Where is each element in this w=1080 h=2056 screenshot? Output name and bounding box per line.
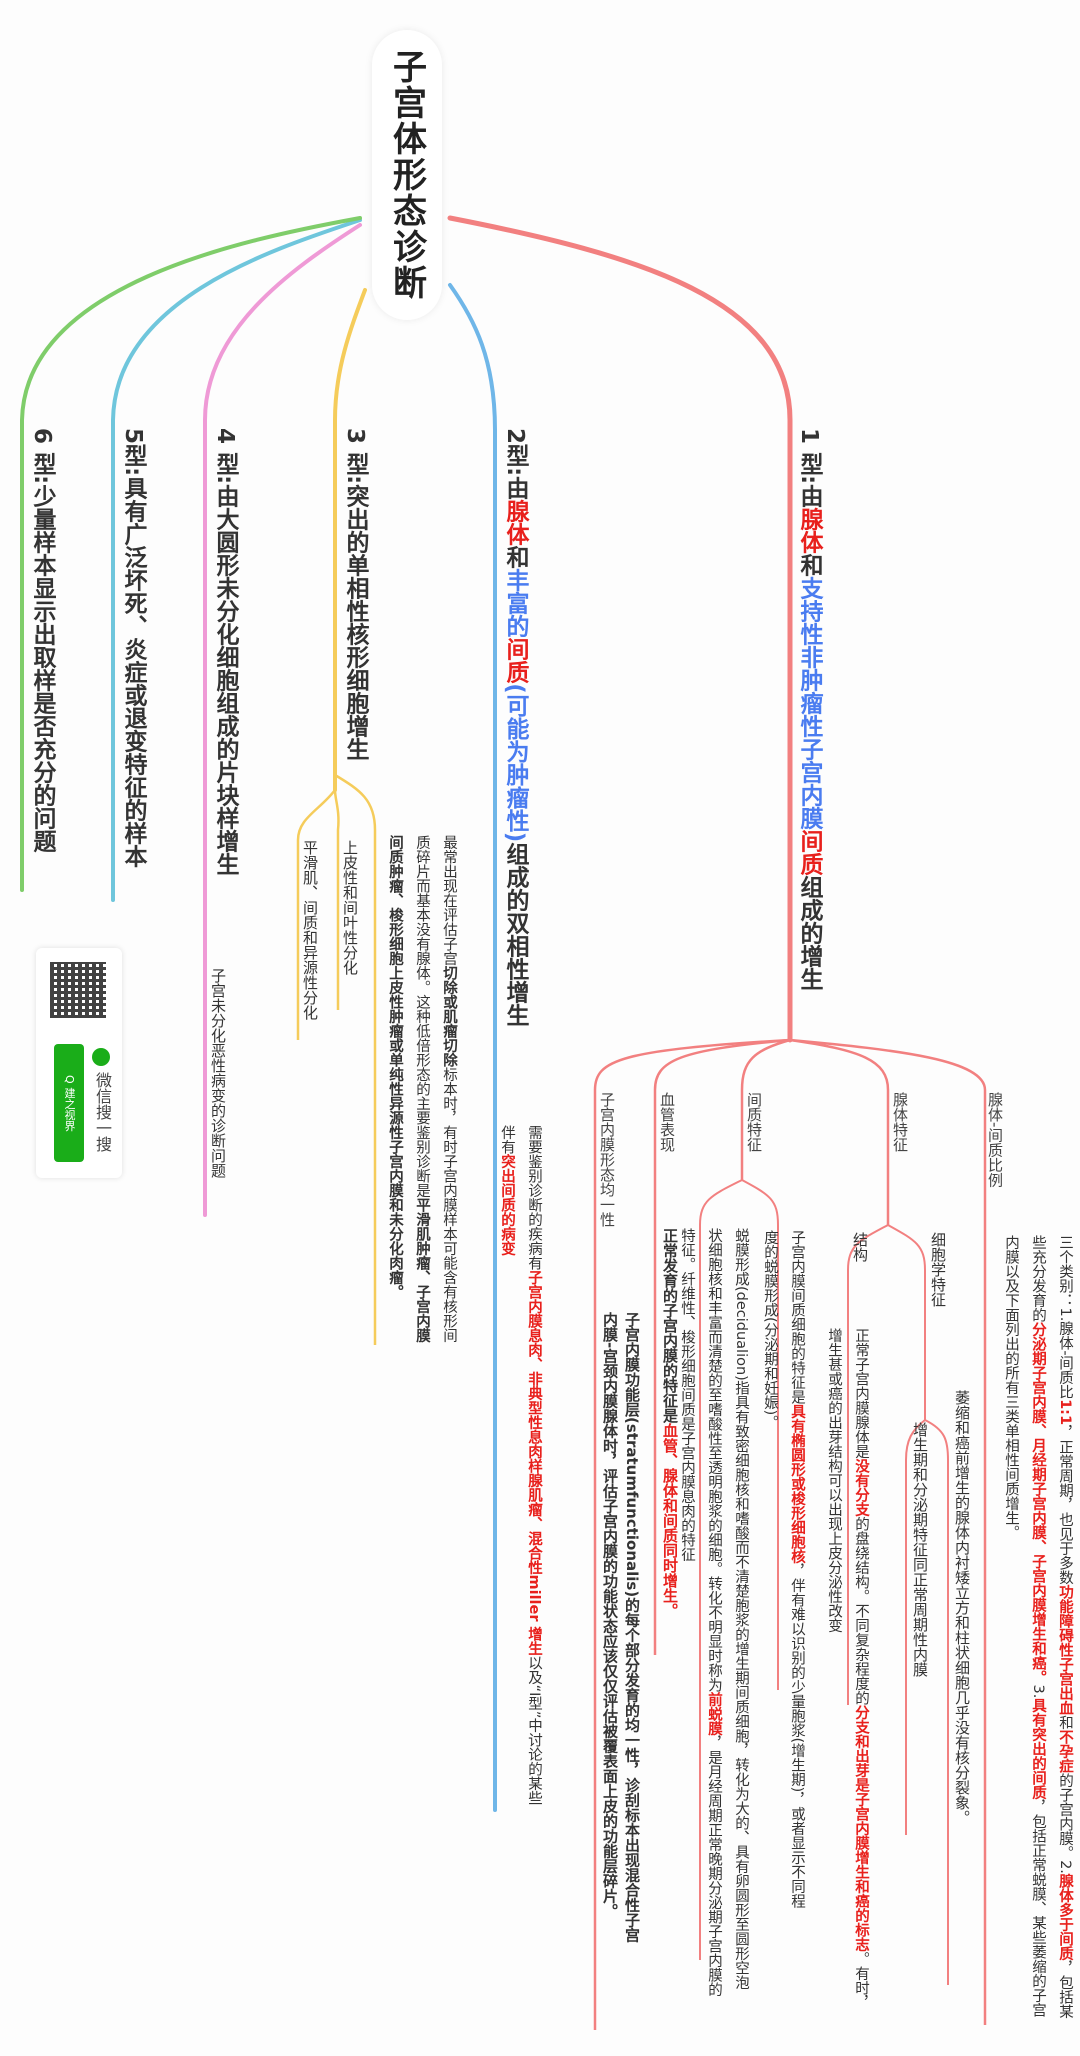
t1-uniform-text-b: 内膜-宫颈内膜腺体时，评估子宫内膜的功能状态应该仅仅评估被覆表面上皮的功能层碎片… (601, 1312, 619, 1919)
type6-heading[interactable]: 6 型:少量样本显示出取样是否充分的问题 (29, 428, 55, 853)
t1-stroma-label[interactable]: 间质特征 (745, 1092, 763, 1152)
type5-heading[interactable]: 5型:具有广泛坏死、炎症或退变特征的样本 (120, 428, 146, 868)
t1-gland-struct-label[interactable]: 结构 (851, 1232, 869, 1262)
type3-item-1: 上皮性和间叶性分化 (341, 840, 359, 975)
connector-t1-gland (789, 1038, 890, 1225)
t1-gland-cyto-item-1: 萎缩和癌前增生的腺体内衬矮立方和柱状细胞几乎没有核分裂象。 (953, 1390, 971, 1825)
connector-type4 (203, 223, 362, 1217)
connector-t1-stroma (740, 1038, 791, 1180)
connector-type3-desc (334, 773, 377, 1345)
type2-desc: 需要鉴别诊断的疾病有子宫内膜息肉、非典型性息肉样腺肌瘤、混合性miller 增生… (499, 1125, 542, 1806)
type1-heading[interactable]: 1 型:由腺体和支持性非肿瘤性子宫内膜间质组成的增生 (796, 428, 822, 991)
t1-gland-label[interactable]: 腺体特征 (891, 1092, 909, 1152)
type2-heading[interactable]: 2型:由腺体和丰富的间质(可能为肿瘤性)组成的双相性增生 (502, 428, 528, 1027)
connector-t1-vessel (653, 1038, 791, 1655)
type4-child: 子宫未分化恶性病变的诊断问题 (209, 968, 227, 1178)
connector-t1-gland-cyto (887, 1224, 926, 1420)
connector-t1-stroma-d (699, 1179, 743, 1960)
connector-type5 (111, 218, 362, 902)
root-node[interactable]: 子宫体形态诊断 (372, 30, 442, 320)
type3-item-2: 平滑肌、间质和异源性分化 (301, 840, 319, 1020)
connector-t1-stroma-a (741, 1179, 779, 1690)
wechat-title: 微信搜一搜 (93, 1072, 112, 1152)
qr-code (50, 962, 106, 1018)
t1-ratio-text: 三个类别：1.腺体-间质比1:1，正常周期，也见于多数功能障碍性子宫出血和不孕症… (1003, 1235, 1073, 2019)
wechat-search-button-label: Q 建之视界 (63, 1074, 76, 1132)
t1-gland-struct-text: 正常子宫内膜腺体是没有分支的盘绕结构。不同复杂程度的分支和出芽是子宫内膜增生和癌… (826, 1328, 869, 2010)
t1-gland-cyto-item-2: 增生期和分泌期特征同正常周期性内膜 (911, 1422, 929, 1677)
connector-type6 (20, 216, 362, 892)
t1-gland-cyto-label[interactable]: 细胞学特征 (929, 1232, 947, 1307)
t1-vessel-text: 正常发育的子宫内膜的特征是血管、腺体和间质同时增生。 (661, 1228, 679, 1618)
wechat-card[interactable]: Q 建之视界 微信搜一搜 (36, 948, 122, 1178)
t1-uniform-label[interactable]: 子宫内膜形态均一性 (598, 1092, 616, 1227)
connector-t1-gland-struct (847, 1224, 889, 1705)
connector-t1-gland-cyto-1 (924, 1419, 949, 1985)
wechat-logo-icon (92, 1048, 110, 1066)
connector-type1 (447, 215, 793, 1043)
root-title: 子宫体形态诊断 (386, 49, 427, 301)
t1-uniform-text-a: 子宫内膜功能层(stratumfunctionalis)的每个部分发育的均一性，… (623, 1312, 641, 1943)
wechat-search-button[interactable]: Q 建之视界 (54, 1044, 84, 1162)
connector-type3 (333, 288, 367, 792)
type3-heading[interactable]: 3 型:突出的单相性核形细胞增生 (342, 428, 368, 761)
connector-t1-uniform (593, 1038, 791, 2030)
connector-t1-gland-cyto-2 (905, 1419, 926, 1835)
connector-type3-item2 (296, 789, 336, 1040)
connector-type2 (448, 283, 497, 1812)
connector-t1-ratio (789, 1038, 987, 2025)
type4-heading[interactable]: 4 型:由大圆形未分化细胞组成的片块样增生 (212, 428, 238, 876)
t1-stroma-text-d: 蜕膜形成(decidualion)指具有致密细胞核和嗜酸而不清楚胞浆的增生期间质… (679, 1228, 749, 1997)
connector-type3-item1 (333, 789, 340, 1010)
type3-desc: 最常出现在评估子宫切除或肌瘤切除标本时，有时子宫内膜样本可能含有核形间质碎片而基… (387, 835, 457, 1343)
t1-vessel-label[interactable]: 血管表现 (658, 1092, 676, 1152)
t1-ratio-label[interactable]: 腺体-间质比例 (986, 1092, 1004, 1188)
t1-stroma-text-a: 子宫内膜间质细胞的特征是具有椭圆形或梭形细胞核，伴有难以识别的少量胞浆(增生期)… (762, 1230, 805, 1909)
